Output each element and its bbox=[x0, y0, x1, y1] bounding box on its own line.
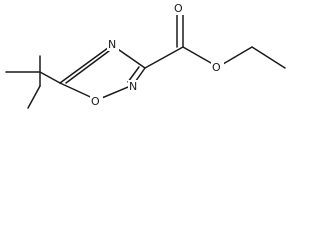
bonds bbox=[5, 11, 286, 109]
atom-bg-n2 bbox=[128, 80, 140, 93]
bond-tbu-to-c5 bbox=[39, 71, 61, 84]
atom-label-o1: O bbox=[91, 95, 100, 108]
atom-label-n4: N bbox=[108, 38, 116, 51]
bond-ch2-ch3 bbox=[251, 46, 286, 69]
chemical-structure-diagram: N N O O O bbox=[5, 2, 286, 109]
bond-c3-carbonyl bbox=[144, 46, 184, 69]
atom-labels: N N O O O bbox=[90, 2, 224, 108]
bond-n2-c3-double bbox=[127, 66, 140, 83]
bond-n4-c5-double bbox=[65, 50, 110, 84]
atom-label-o-ester: O bbox=[212, 61, 221, 74]
bond-n4-c5 bbox=[59, 44, 113, 84]
bond-tbu-methyl-bottom bbox=[27, 85, 41, 109]
atom-label-o-carbonyl: O bbox=[174, 2, 183, 15]
atom-bg-o-carbonyl bbox=[173, 2, 186, 15]
atom-bg-n4 bbox=[107, 38, 119, 51]
atom-bg-o-ester bbox=[211, 61, 224, 74]
atom-bg-o1 bbox=[90, 95, 103, 108]
atom-label-n2: N bbox=[129, 80, 137, 93]
